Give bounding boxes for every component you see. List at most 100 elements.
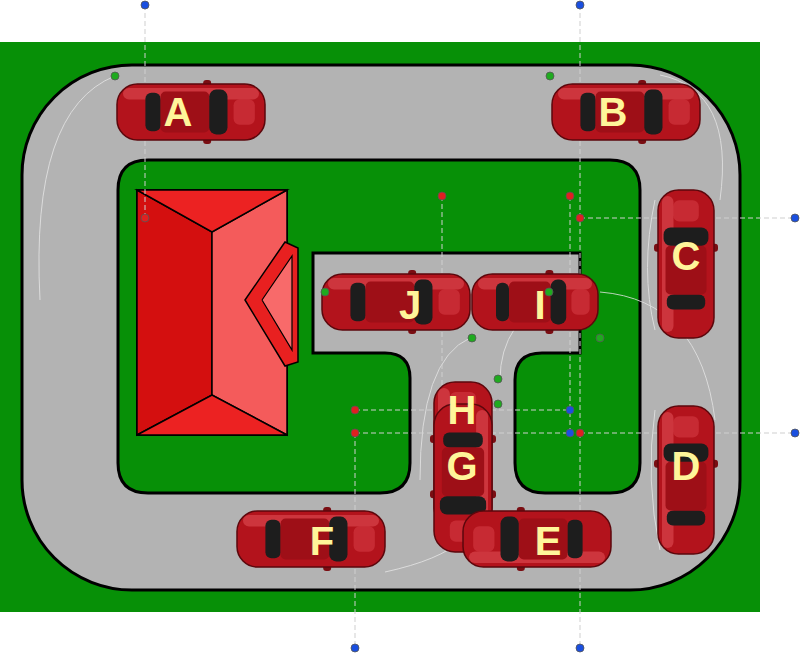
- car-window: [567, 520, 582, 558]
- car-body-group: [654, 406, 718, 554]
- handle-dot: [791, 429, 799, 437]
- guide-arc: [648, 200, 656, 330]
- car-shine: [673, 200, 699, 221]
- handle-dot: [438, 192, 446, 200]
- car-letter: J: [399, 285, 421, 325]
- car-letter: I: [534, 285, 545, 325]
- car-shine: [354, 526, 375, 552]
- car-letter: G: [446, 446, 477, 486]
- handle-dot: [111, 72, 119, 80]
- dormer-face: [262, 256, 292, 350]
- car-body: [552, 84, 700, 140]
- car-window: [667, 294, 705, 309]
- handles: [111, 1, 799, 652]
- handle-dot: [468, 334, 476, 342]
- car-letter: F: [310, 521, 334, 561]
- car-letter: A: [164, 92, 193, 132]
- car-shine: [669, 99, 690, 125]
- road: [22, 65, 740, 590]
- car: I: [470, 270, 600, 334]
- handle-dot: [576, 214, 584, 222]
- grass: [0, 42, 760, 612]
- car-body: [658, 406, 714, 554]
- car-letter: C: [672, 236, 701, 276]
- handle-dot: [566, 429, 574, 437]
- car-window: [145, 93, 160, 131]
- roof-face: [137, 190, 287, 232]
- car-letter: D: [672, 446, 701, 486]
- car-body-group: [463, 507, 611, 571]
- handle-dot: [351, 429, 359, 437]
- car: C: [654, 188, 718, 340]
- handle-dot: [791, 214, 799, 222]
- island: [118, 160, 640, 493]
- handle-dot: [351, 644, 359, 652]
- handle-dot: [576, 644, 584, 652]
- car-window: [209, 90, 227, 135]
- car-body-group: [463, 507, 611, 571]
- car-window: [496, 283, 509, 321]
- car-window: [644, 90, 662, 135]
- handle-dot: [546, 72, 554, 80]
- roof-face: [137, 395, 287, 435]
- car-window: [350, 283, 365, 321]
- car-roof: [596, 92, 645, 133]
- car-body-group: [117, 80, 265, 144]
- roof-face: [137, 190, 212, 435]
- car-body: [463, 511, 611, 567]
- handle-dot: [141, 214, 149, 222]
- guide-arcs: [39, 75, 723, 572]
- car-shine: [473, 526, 494, 552]
- handle-dot: [545, 288, 553, 296]
- handle-dot: [141, 1, 149, 9]
- handle-dot: [494, 375, 502, 383]
- house: [137, 190, 298, 435]
- car-window: [667, 510, 705, 525]
- car-body: [434, 382, 492, 528]
- dormer: [245, 242, 298, 366]
- handle-dot: [576, 429, 584, 437]
- car-shine: [439, 289, 460, 315]
- car-shape: [320, 270, 472, 334]
- handle-dot: [351, 406, 359, 414]
- car-body: [237, 511, 385, 567]
- car-letter: E: [535, 521, 562, 561]
- car-body: [117, 84, 265, 140]
- car-shine: [571, 289, 589, 315]
- handle-dot: [566, 192, 574, 200]
- car-window: [580, 93, 595, 131]
- car: D: [654, 404, 718, 556]
- car-letter: B: [599, 92, 628, 132]
- car: J: [320, 270, 472, 334]
- guide-lines: [145, 5, 795, 648]
- car-body: [658, 190, 714, 338]
- car-body-group: [552, 80, 700, 144]
- car-window: [501, 517, 519, 562]
- car-letter: H: [448, 390, 477, 430]
- handle-dot: [321, 288, 329, 296]
- car-window: [265, 520, 280, 558]
- car-body: [322, 274, 470, 330]
- car: E: [461, 507, 613, 571]
- car-window: [551, 280, 567, 325]
- car: A: [115, 80, 267, 144]
- handle-dot: [566, 406, 574, 414]
- car-body: [472, 274, 598, 330]
- car: B: [550, 80, 702, 144]
- car-body-group: [654, 406, 718, 554]
- car-body-group: [654, 190, 718, 338]
- handle-dot: [596, 334, 604, 342]
- handle-dot: [494, 400, 502, 408]
- handle-dot: [576, 1, 584, 9]
- guide-arc: [39, 76, 115, 300]
- car: F: [235, 507, 387, 571]
- car-body-group: [472, 270, 598, 334]
- car-shine: [673, 416, 699, 437]
- car-body-group: [237, 507, 385, 571]
- car-body-group: [654, 190, 718, 338]
- car-body-group: [322, 270, 470, 334]
- car-roof: [161, 92, 210, 133]
- car-shine: [234, 99, 255, 125]
